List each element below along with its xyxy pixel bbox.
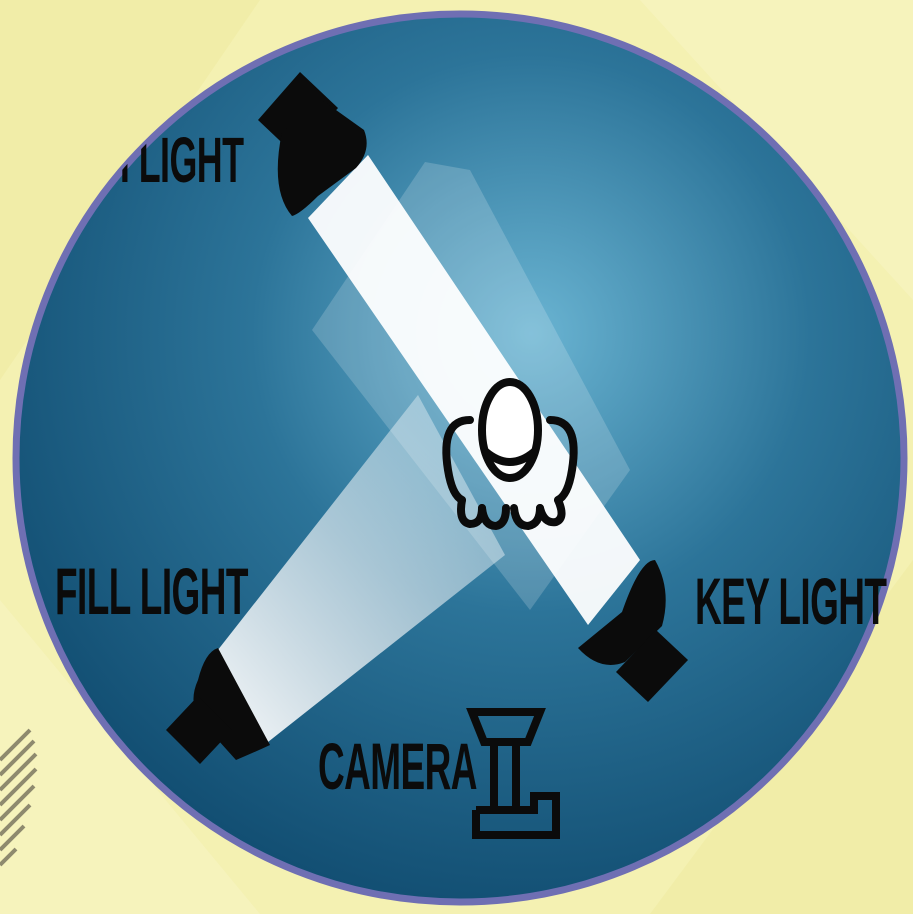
camera-label: CAMERA: [318, 733, 477, 799]
key-light-label: KEY LIGHT: [695, 568, 886, 634]
fill-light-label: FILL LIGHT: [55, 558, 248, 624]
